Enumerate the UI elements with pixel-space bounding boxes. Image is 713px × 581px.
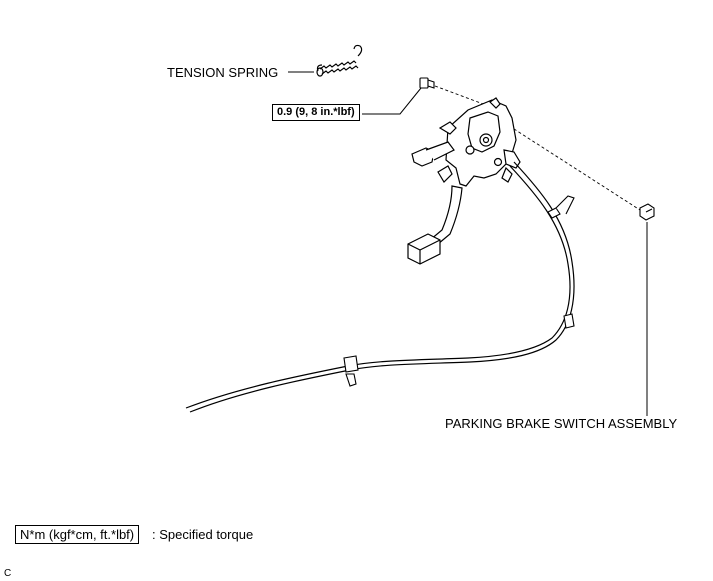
torque-value-box: 0.9 (9, 8 in.*lbf): [272, 104, 360, 121]
legend-unit-box: N*m (kgf*cm, ft.*lbf): [15, 525, 140, 544]
legend-description: : Specified torque: [152, 527, 254, 542]
brake-cable: [185, 161, 575, 413]
switch-assembly-label: PARKING BRAKE SWITCH ASSEMBLY: [445, 416, 678, 431]
bolt-part: [419, 77, 435, 89]
brake-pedal-assembly: [407, 97, 521, 265]
switch-assembly-part: [639, 203, 655, 221]
illustration-code: C: [4, 568, 12, 579]
tension-spring-part: [316, 44, 363, 77]
tension-spring-label: TENSION SPRING: [167, 65, 279, 80]
torque-leader: [362, 87, 422, 115]
cable-brackets: [343, 195, 575, 387]
